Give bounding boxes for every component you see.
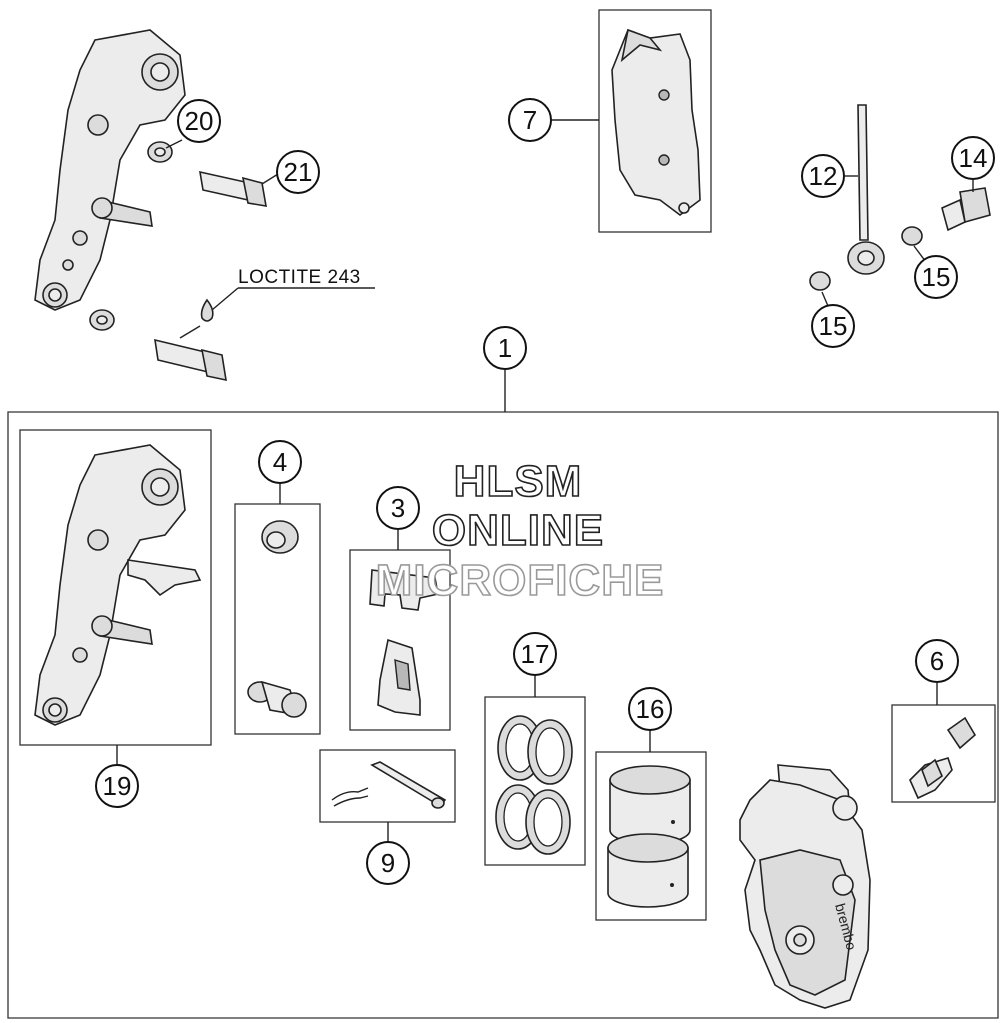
svg-text:12: 12 — [809, 161, 838, 191]
callout-19: 19 — [95, 764, 139, 808]
svg-text:15: 15 — [922, 262, 951, 292]
watermark-line1: HLSM — [454, 457, 583, 506]
bracket-box-19 — [19, 429, 212, 746]
callout-15-left: 15 — [811, 304, 855, 348]
caliper-bracket-top — [34, 29, 186, 311]
assembly-outline-1 — [7, 411, 999, 1019]
loctite-note: LOCTITE 243 — [238, 267, 361, 288]
callout-4: 4 — [258, 440, 302, 484]
callout-6: 6 — [915, 639, 959, 683]
washer-lower-hole — [96, 315, 108, 325]
loctite-leader — [211, 287, 239, 311]
callout-3: 3 — [376, 486, 420, 530]
svg-text:15: 15 — [819, 311, 848, 341]
callout-1: 1 — [483, 326, 527, 370]
seal-rings-17 — [495, 715, 573, 855]
loctite-drop-icon — [200, 298, 214, 322]
washer-15-left — [809, 271, 831, 291]
caliper-bracket-19 — [34, 444, 202, 726]
brake-pads-7 — [611, 28, 701, 216]
leader-21 — [261, 173, 279, 185]
leader-20 — [165, 139, 183, 149]
banjo-bolt-14 — [941, 187, 991, 232]
pistons-16 — [607, 765, 691, 908]
callout-16: 16 — [628, 687, 672, 731]
pin-9 — [331, 761, 447, 809]
washer-20-hole — [154, 147, 166, 157]
svg-text:4: 4 — [273, 447, 287, 477]
svg-text:6: 6 — [930, 646, 944, 676]
callout-15-right: 15 — [914, 255, 958, 299]
bolt-lower — [154, 338, 227, 382]
callout-17: 17 — [513, 632, 557, 676]
svg-text:14: 14 — [959, 143, 988, 173]
svg-text:21: 21 — [284, 157, 313, 187]
pin-box-9 — [319, 749, 456, 823]
svg-text:9: 9 — [381, 848, 395, 878]
watermark: HLSM ONLINE MICROFICHE — [375, 456, 665, 606]
clip-box-3 — [349, 549, 451, 731]
svg-text:19: 19 — [103, 771, 132, 801]
loctite-leader-3 — [179, 325, 201, 339]
brake-hose-12 — [847, 104, 885, 275]
seal-box-4 — [234, 503, 321, 735]
pads-box — [598, 9, 712, 233]
washer-15-right — [901, 226, 923, 246]
callout-7: 7 — [508, 98, 552, 142]
svg-text:7: 7 — [523, 105, 537, 135]
seal-4 — [261, 520, 299, 554]
svg-text:20: 20 — [185, 106, 214, 136]
pad-spring-3 — [369, 569, 439, 716]
callout-14: 14 — [951, 136, 995, 180]
svg-text:1: 1 — [498, 333, 512, 363]
callout-9: 9 — [366, 841, 410, 885]
bleeder-box-6 — [891, 704, 996, 803]
callout-12: 12 — [801, 154, 845, 198]
callout-20: 20 — [177, 99, 221, 143]
svg-text:16: 16 — [636, 694, 665, 724]
leader-15b — [821, 291, 829, 307]
bleeder-valve-6 — [909, 716, 977, 800]
callout-21: 21 — [276, 150, 320, 194]
bleed-bolt-4 — [247, 680, 307, 718]
watermark-line3: MICROFICHE — [376, 556, 665, 605]
bolt-21 — [199, 170, 267, 207]
svg-text:3: 3 — [391, 493, 405, 523]
svg-text:17: 17 — [521, 639, 550, 669]
pistons-box-16 — [595, 751, 707, 921]
watermark-line2: ONLINE — [432, 506, 604, 555]
caliper-body: brembo — [739, 764, 871, 1009]
